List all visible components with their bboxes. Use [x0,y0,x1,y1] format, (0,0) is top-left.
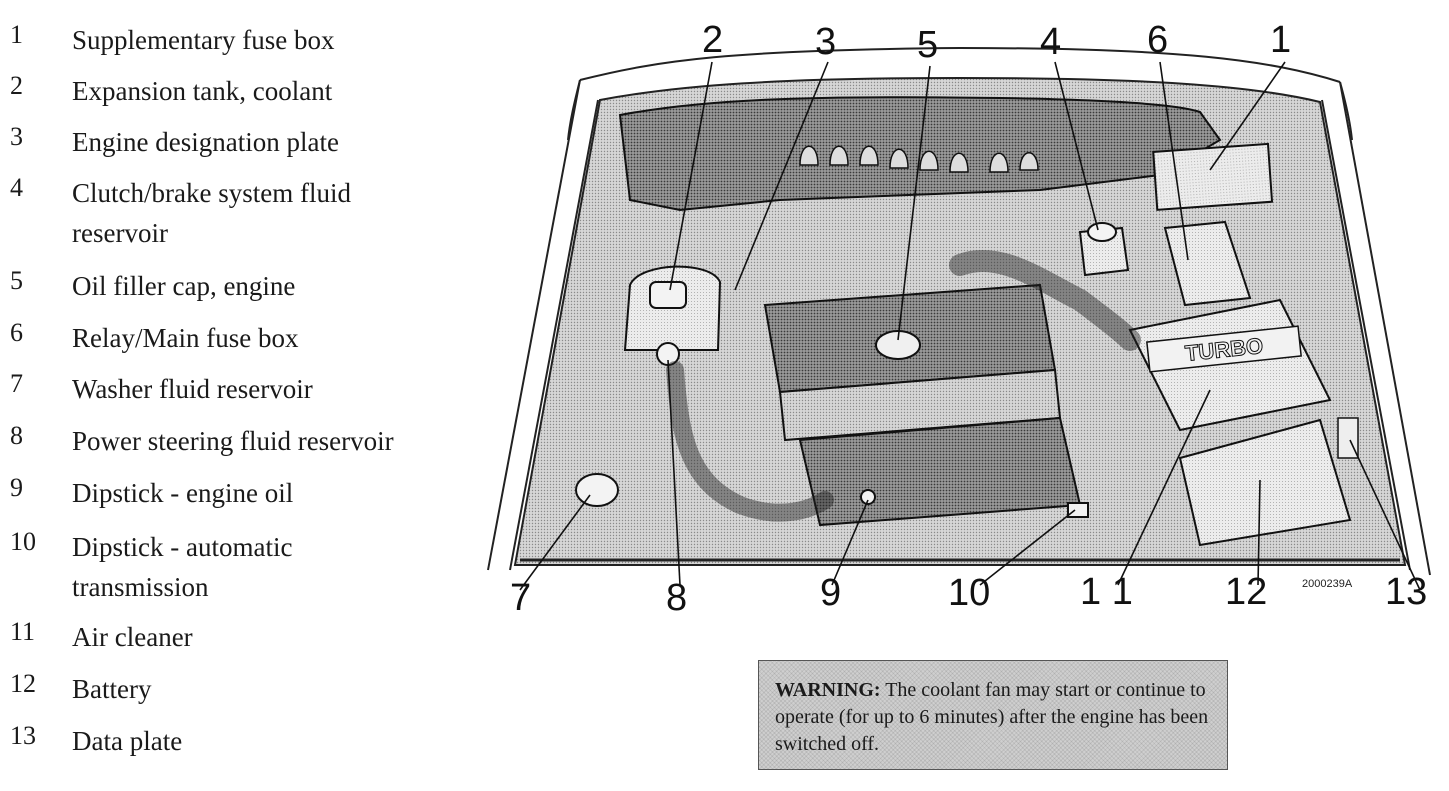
leader-lines [519,61,1421,591]
legend-number: 8 [10,421,23,450]
legend-number: 5 [10,266,23,295]
legend-number: 1 [10,20,23,49]
oil-filler-cap [875,330,921,360]
legend-item-11: 11 Air cleaner [0,617,480,657]
legend-number: 11 [10,617,36,646]
intake-hose [949,250,1141,351]
legend-label: Supplementary fuse box [72,25,335,55]
legend-label: Dipstick - automatic transmission [72,532,293,602]
engine-block [763,283,1082,527]
legend-label: Engine designation plate [72,127,339,157]
legend-item-12: 12 Battery [0,669,480,709]
callout-5: 5 [917,24,939,66]
legend-label: Power steering fluid reservoir [72,426,394,456]
legend-item-2: 2 Expansion tank, coolant [0,71,480,111]
legend-item-10: 10 Dipstick - automatic transmission [0,527,480,607]
legend-item-4: 4 Clutch/brake system fluid reservoir [0,173,480,253]
legend-number: 7 [10,369,23,398]
callout-7: 7 [510,577,532,619]
figure-code: 2000239A [1302,578,1353,590]
hood-outline [487,46,1431,576]
legend-label: Battery [72,674,152,704]
radiator-hose [666,361,834,522]
legend-label: Washer fluid reservoir [72,374,313,404]
callout-4: 4 [1040,21,1062,63]
legend-number: 10 [10,527,36,556]
supplementary-fuse-box [1152,142,1274,211]
callout-1: 1 [1270,19,1292,61]
legend-label: Expansion tank, coolant [72,76,333,106]
legend-item-7: 7 Washer fluid reservoir [0,369,480,409]
legend-label: Relay/Main fuse box [72,323,299,353]
legend-number: 3 [10,122,23,151]
legend-label: Oil filler cap, engine [72,271,296,301]
washer-fluid-cap [575,473,619,507]
legend-item-8: 8 Power steering fluid reservoir [0,421,480,461]
engine-bay-illustration: TURBO [487,46,1431,591]
engine-bay-diagram: TURBO [480,0,1449,650]
legend-number: 2 [10,71,23,100]
callout-11: 1 1 [1080,571,1133,613]
callout-9: 9 [820,572,842,614]
component-legend: 1 Supplementary fuse box 2 Expansion tan… [0,0,480,791]
legend-item-3: 3 Engine designation plate [0,122,480,162]
cowl-vents [799,145,1039,173]
legend-number: 4 [10,173,23,202]
legend-item-13: 13 Data plate [0,721,480,761]
legend-number: 13 [10,721,36,750]
callout-12: 12 [1225,571,1268,613]
legend-number: 9 [10,473,23,502]
legend-label: Clutch/brake system fluid reservoir [72,178,351,248]
legend-label: Air cleaner [72,622,193,652]
battery [1178,418,1352,547]
callout-13: 13 [1385,571,1428,613]
callout-10: 10 [948,572,991,614]
legend-label: Dipstick - engine oil [72,478,294,508]
callout-2: 2 [702,19,724,61]
warning-label: WARNING: [775,679,881,701]
legend-item-5: 5 Oil filler cap, engine [0,266,480,306]
legend-number: 12 [10,669,36,698]
legend-label: Data plate [72,726,183,756]
brake-fluid-cap [1087,222,1117,242]
warning-text: The coolant fan may start or continue to… [775,679,1209,755]
callout-3: 3 [815,21,837,63]
legend-number: 6 [10,318,23,347]
legend-item-6: 6 Relay/Main fuse box [0,318,480,358]
turbo-plate [1146,325,1302,373]
warning-box: WARNING: The coolant fan may start or co… [758,660,1228,770]
legend-item-9: 9 Dipstick - engine oil [0,473,480,513]
callout-6: 6 [1147,19,1169,61]
legend-item-1: 1 Supplementary fuse box [0,20,480,60]
transmission-dipstick [1067,502,1089,518]
coolant-tank-cap [649,281,687,309]
engine-oil-dipstick [860,489,876,505]
callout-8: 8 [666,577,688,619]
